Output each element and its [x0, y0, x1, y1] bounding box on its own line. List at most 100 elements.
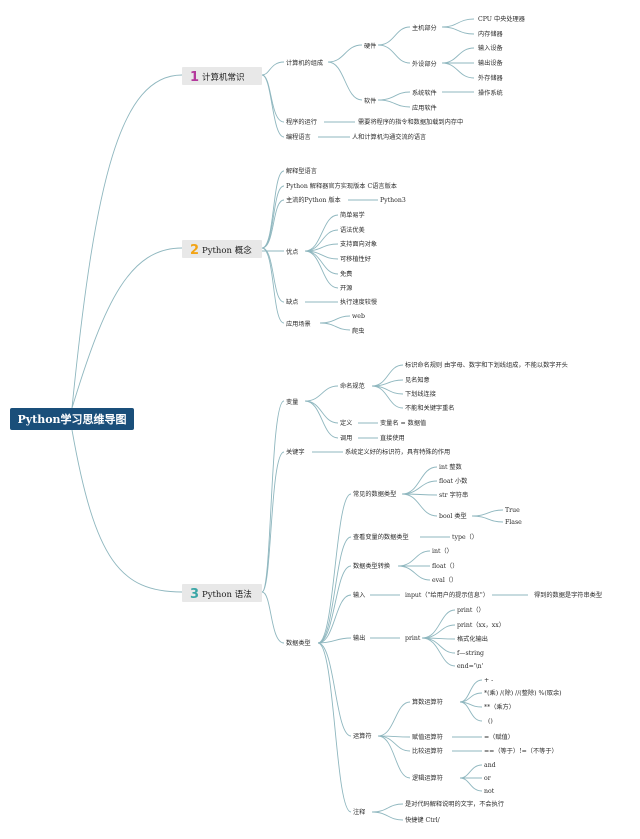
node[interactable]: print（xx，xx）: [457, 622, 505, 629]
node[interactable]: 是对代码解释说明的文字，不会执行: [405, 800, 504, 808]
node[interactable]: CPU 中央处理器: [478, 15, 526, 23]
node[interactable]: float 小数: [439, 477, 468, 485]
connector-lines: [71, 18, 528, 821]
branch-1-nodes: 计算机的组成 硬件 主机部分 CPU 中央处理器 内存储器 外设部分 输入设备 …: [286, 15, 526, 141]
node[interactable]: + -: [484, 677, 493, 684]
node[interactable]: 输出: [353, 634, 365, 642]
node[interactable]: (): [488, 718, 493, 725]
node[interactable]: and: [484, 762, 496, 769]
node[interactable]: 免费: [340, 270, 352, 278]
node[interactable]: or: [484, 775, 491, 782]
node[interactable]: **（乘方）: [484, 703, 515, 711]
node[interactable]: 编程语言: [286, 133, 311, 141]
node[interactable]: 系统软件: [412, 89, 437, 97]
branch-1-number: 1: [190, 70, 199, 85]
branch-1-label: 计算机常识: [202, 72, 245, 83]
node[interactable]: 查看变量的数据类型: [353, 533, 409, 541]
node[interactable]: 缺点: [286, 298, 298, 306]
branch-3-label: Python 语法: [202, 589, 252, 600]
branch-1[interactable]: 1 计算机常识: [182, 67, 262, 85]
root-node[interactable]: Python学习思维导图: [10, 408, 134, 430]
node[interactable]: 操作系统: [478, 89, 503, 97]
node[interactable]: 应用场景: [286, 320, 311, 328]
node[interactable]: web: [352, 313, 365, 320]
node[interactable]: 开源: [340, 284, 352, 292]
node[interactable]: 软件: [364, 97, 376, 105]
node[interactable]: f—string: [457, 650, 484, 657]
node[interactable]: 执行速度较慢: [340, 298, 377, 306]
node[interactable]: 输出设备: [478, 59, 504, 67]
node[interactable]: Flase: [505, 519, 522, 526]
node[interactable]: 输入: [353, 591, 365, 599]
node[interactable]: 运算符: [353, 732, 372, 740]
node[interactable]: =（赋值）: [484, 733, 514, 741]
node[interactable]: 系统定义好的标识符，具有特殊的作用: [345, 448, 450, 456]
node[interactable]: 应用软件: [412, 104, 437, 112]
node[interactable]: 爬虫: [352, 327, 364, 335]
node[interactable]: ==（等于）!=（不等于）: [484, 747, 558, 755]
node[interactable]: 快捷键 Ctrl/: [405, 816, 441, 824]
node[interactable]: 调用: [340, 434, 352, 442]
node[interactable]: 外存储器: [478, 74, 504, 82]
node[interactable]: 计算机的组成: [286, 59, 323, 67]
root-box: [10, 408, 134, 430]
node[interactable]: str 字符串: [439, 491, 468, 499]
node[interactable]: 主流的Python 版本: [286, 196, 341, 204]
node[interactable]: 语法优美: [340, 226, 365, 234]
node[interactable]: Python 解释器官方实现版本 C语言版本: [286, 182, 397, 190]
node[interactable]: not: [484, 788, 495, 795]
node[interactable]: 关键字: [286, 448, 305, 456]
node[interactable]: input（"给用户的提示信息"）: [405, 591, 489, 599]
root-label: Python学习思维导图: [17, 412, 126, 426]
node[interactable]: 外设部分: [412, 60, 437, 68]
node[interactable]: *(乘) /(除) //(整除) %(取余): [484, 689, 562, 697]
node[interactable]: 常见的数据类型: [353, 490, 396, 498]
node[interactable]: 数据类型转换: [353, 562, 390, 570]
node[interactable]: 数据类型: [286, 639, 311, 647]
node[interactable]: 格式化输出: [457, 635, 488, 643]
node[interactable]: 内存储器: [478, 30, 504, 38]
node[interactable]: 注释: [353, 808, 366, 816]
node[interactable]: bool 类型: [439, 512, 467, 520]
node[interactable]: 可移植性好: [340, 255, 371, 263]
node[interactable]: 定义: [340, 419, 352, 427]
branch-3-chip: [182, 584, 262, 602]
branch-3[interactable]: 3 Python 语法: [182, 584, 262, 602]
node[interactable]: 变量: [286, 398, 298, 406]
node[interactable]: 比较运算符: [412, 747, 443, 755]
node[interactable]: 变量名 = 数据值: [380, 419, 426, 427]
node[interactable]: int（）: [432, 548, 453, 555]
node[interactable]: 简单易学: [340, 211, 365, 219]
node[interactable]: end='\n': [457, 663, 484, 670]
node[interactable]: 程序的运行: [286, 118, 317, 126]
node[interactable]: 得到的数据是字符串类型: [534, 591, 602, 599]
node[interactable]: 需要将程序的指令和数据加载到内存中: [358, 118, 463, 126]
node[interactable]: print: [405, 635, 421, 642]
node[interactable]: 人和计算机沟通交流的语言: [352, 133, 426, 141]
node[interactable]: 硬件: [364, 42, 376, 50]
node[interactable]: int 整数: [439, 463, 463, 471]
node[interactable]: 不能和关键字重名: [405, 404, 455, 412]
node[interactable]: 支持面向对象: [340, 240, 377, 248]
node[interactable]: float（）: [432, 563, 458, 570]
node[interactable]: 输入设备: [478, 44, 504, 52]
node[interactable]: 见名知意: [405, 376, 430, 384]
node[interactable]: eval（）: [432, 577, 457, 584]
node[interactable]: 赋值运算符: [412, 733, 443, 741]
branch-2-chip: [182, 240, 262, 258]
node[interactable]: 下划线连接: [405, 390, 436, 398]
node[interactable]: print（）: [457, 607, 485, 614]
node[interactable]: 解释型语言: [286, 167, 317, 175]
node[interactable]: 算数运算符: [412, 698, 443, 706]
node[interactable]: type（）: [452, 534, 478, 541]
node[interactable]: Python3: [380, 197, 406, 204]
node[interactable]: 主机部分: [412, 24, 437, 32]
node[interactable]: 命名规范: [340, 382, 365, 390]
node[interactable]: 标识命名规则 由字母、数字和下划线组成，不能以数字开头: [405, 361, 568, 369]
node[interactable]: 直接使用: [380, 434, 405, 442]
node[interactable]: 优点: [286, 248, 298, 256]
branch-2[interactable]: 2 Python 概念: [182, 240, 262, 258]
node[interactable]: True: [505, 507, 520, 514]
node[interactable]: 逻辑运算符: [412, 774, 443, 782]
